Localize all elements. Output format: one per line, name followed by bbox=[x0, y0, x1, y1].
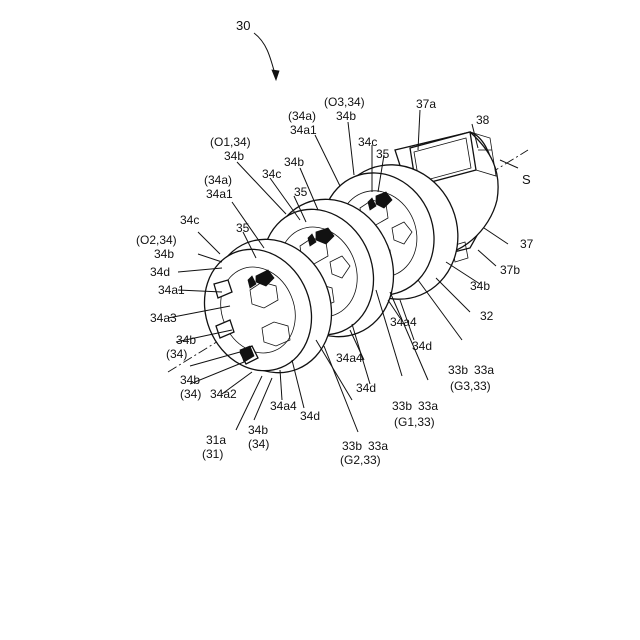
label-34b-l1: 34b bbox=[176, 333, 196, 347]
label-34a1-top: 34a1 bbox=[290, 123, 317, 137]
label-34b-o1: 34b bbox=[224, 149, 244, 163]
label-31a: 31a bbox=[206, 433, 226, 447]
label-34a-mid: (34a) bbox=[204, 173, 232, 187]
label-34b-bot: 34b bbox=[248, 423, 268, 437]
label-35-mid: 35 bbox=[294, 185, 308, 199]
label-34-l2: (34) bbox=[180, 387, 201, 401]
label-o3-34: (O3,34) bbox=[324, 95, 365, 109]
label-34a4-l: 34a4 bbox=[270, 399, 297, 413]
label-34a2: 34a2 bbox=[210, 387, 237, 401]
label-34a1-mid: 34a1 bbox=[206, 187, 233, 201]
label-o2-34: (O2,34) bbox=[136, 233, 177, 247]
label-o1-34: (O1,34) bbox=[210, 135, 251, 149]
label-34d-l: 34d bbox=[300, 409, 320, 423]
label-g2-33: (G2,33) bbox=[340, 453, 381, 467]
label-34c-mid: 34c bbox=[262, 167, 281, 181]
label-33b-g3: 33b bbox=[448, 363, 468, 377]
label-34b-mid: 34b bbox=[284, 155, 304, 169]
label-31: (31) bbox=[202, 447, 223, 461]
label-30: 30 bbox=[236, 18, 250, 33]
label-34b-right: 34b bbox=[470, 279, 490, 293]
label-37: 37 bbox=[520, 237, 534, 251]
label-34a4-r: 34a4 bbox=[390, 315, 417, 329]
label-33a-g3: 33a bbox=[474, 363, 494, 377]
label-33a-g1: 33a bbox=[418, 399, 438, 413]
label-34a3: 34a3 bbox=[150, 311, 177, 325]
label-33b-g2: 33b bbox=[342, 439, 362, 453]
label-34d-m: 34d bbox=[356, 381, 376, 395]
label-32: 32 bbox=[480, 309, 494, 323]
label-34a-top: (34a) bbox=[288, 109, 316, 123]
label-g3-33: (G3,33) bbox=[450, 379, 491, 393]
label-34a4-m: 34a4 bbox=[336, 351, 363, 365]
label-34d-r: 34d bbox=[412, 339, 432, 353]
label-35-r: 35 bbox=[376, 147, 390, 161]
label-33a-g2: 33a bbox=[368, 439, 388, 453]
label-33b-g1: 33b bbox=[392, 399, 412, 413]
label-37b: 37b bbox=[500, 263, 520, 277]
label-34b-top: 34b bbox=[336, 109, 356, 123]
label-37a: 37a bbox=[416, 97, 436, 111]
label-34b-l2: 34b bbox=[180, 373, 200, 387]
ref-30-arrowhead bbox=[272, 70, 279, 80]
label-34b-o2: 34b bbox=[154, 247, 174, 261]
label-34-l1: (34) bbox=[166, 347, 187, 361]
label-38: 38 bbox=[476, 113, 490, 127]
label-g1-33: (G1,33) bbox=[394, 415, 435, 429]
label-34d-left: 34d bbox=[150, 265, 170, 279]
label-34-bot: (34) bbox=[248, 437, 269, 451]
label-34a1-left: 34a1 bbox=[158, 283, 185, 297]
label-34c-r: 34c bbox=[358, 135, 377, 149]
label-35-left: 35 bbox=[236, 221, 250, 235]
label-s-axis: S bbox=[522, 172, 531, 187]
label-34c-left: 34c bbox=[180, 213, 199, 227]
